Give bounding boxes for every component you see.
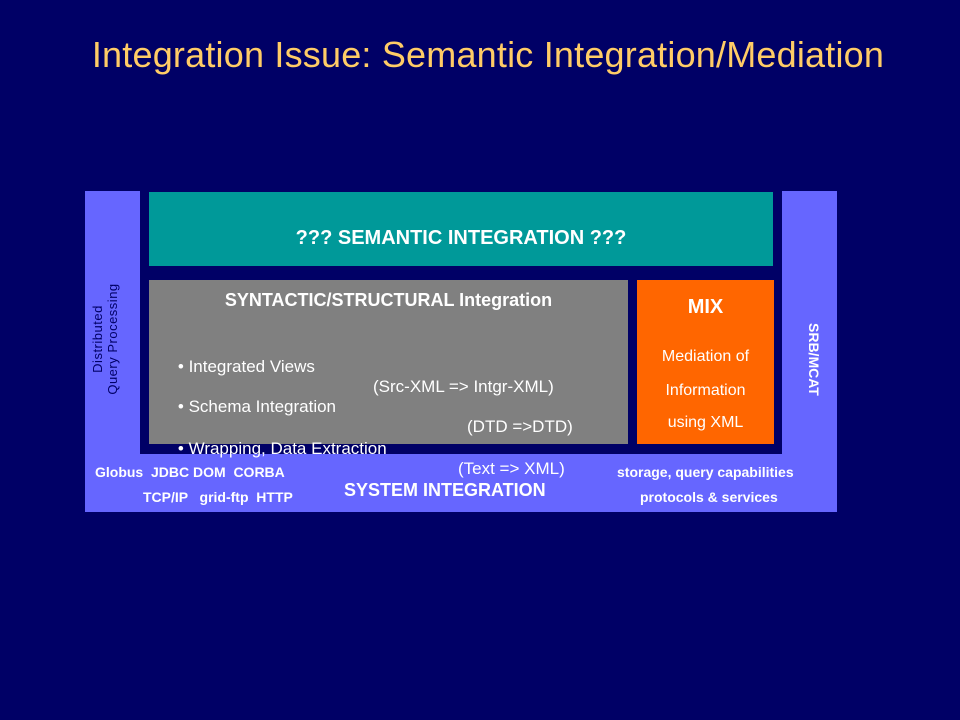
- semantic-integration-box: ??? SEMANTIC INTEGRATION ???: [149, 192, 773, 266]
- technology-list-line: TCP/IP grid-ftp HTTP: [143, 489, 293, 505]
- capabilities-line: storage, query capabilities: [617, 464, 794, 480]
- syntactic-title: SYNTACTIC/STRUCTURAL Integration: [224, 290, 553, 310]
- semantic-integration-label: ??? SEMANTIC INTEGRATION ???: [295, 226, 627, 249]
- syntactic-row-mapping: (Src-XML => Intgr-XML): [373, 377, 554, 396]
- mix-line: Mediation of: [661, 348, 750, 365]
- syntactic-row-mapping: (Text => XML): [458, 459, 565, 478]
- slide-title: Integration Issue: Semantic Integration/…: [91, 34, 885, 75]
- syntactic-row-item: • Integrated Views: [177, 357, 315, 376]
- syntactic-row-mapping: (DTD =>DTD): [467, 417, 573, 436]
- vertical-label-line: Query Processing: [105, 283, 120, 395]
- technology-list-line: Globus JDBC DOM CORBA: [95, 464, 285, 480]
- mix-title: MIX: [687, 296, 724, 318]
- mix-box: MIX Mediation of Information using XML: [637, 280, 774, 444]
- syntactic-row: • Wrapping, Data Extraction (Text => XML…: [159, 419, 565, 499]
- vertical-label-line: Distributed: [90, 305, 105, 373]
- capabilities-line: protocols & services: [640, 489, 778, 505]
- syntactic-row: • Integrated Views (Src-XML => Intgr-XML…: [159, 337, 554, 417]
- syntactic-row: • Schema Integration (DTD =>DTD): [159, 377, 573, 457]
- syntactic-row-item: • Wrapping, Data Extraction: [177, 439, 387, 458]
- mix-line: using XML: [667, 414, 744, 431]
- srb-mcat-label: SRB/MCAT: [806, 323, 822, 396]
- system-integration-label: SYSTEM INTEGRATION: [344, 480, 546, 500]
- syntactic-row-item: • Schema Integration: [177, 397, 337, 416]
- distributed-query-label: Distributed Query Processing: [90, 274, 120, 404]
- mix-line: Information: [665, 382, 746, 399]
- syntactic-integration-box: SYNTACTIC/STRUCTURAL Integration • Integ…: [149, 280, 628, 478]
